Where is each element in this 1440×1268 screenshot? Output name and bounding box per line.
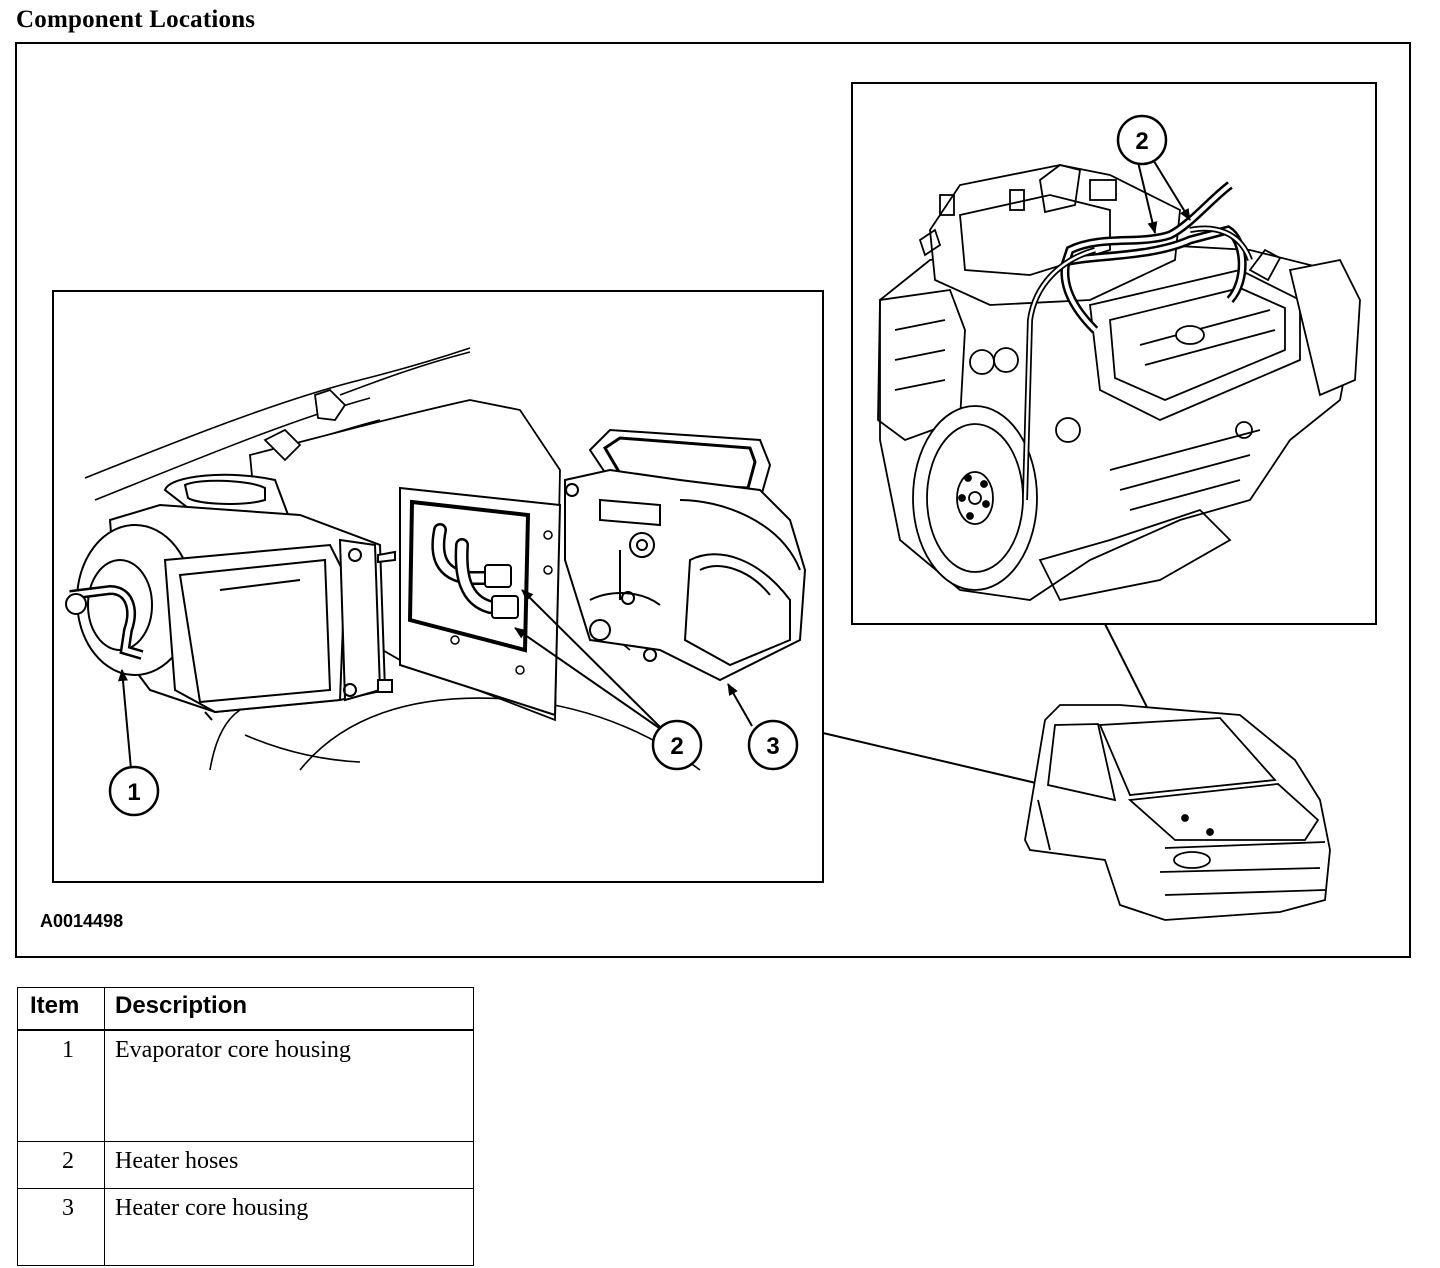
- legend-header-item: Item: [17, 987, 105, 1031]
- legend-item-description: Evaporator core housing: [104, 1029, 474, 1142]
- legend-item-number: 1: [17, 1029, 105, 1142]
- page-title: Component Locations: [16, 6, 256, 33]
- legend-item-number: 2: [17, 1140, 105, 1189]
- engine-heater-hoses: [1022, 181, 1253, 501]
- legend-item-description: Heater core housing: [104, 1187, 474, 1266]
- callout-1: 1: [108, 765, 160, 817]
- legend-row: 2 Heater hoses: [17, 1140, 474, 1189]
- legend-item-number: 3: [17, 1187, 105, 1266]
- legend-row: 1 Evaporator core housing: [17, 1029, 474, 1142]
- hvac-callout-leaders: [118, 589, 1186, 819]
- callout-3-label: 3: [766, 733, 779, 760]
- callout-3: 3: [747, 719, 799, 771]
- callout-2b: 2: [1116, 114, 1168, 166]
- dash-panel-hoses: [399, 486, 562, 717]
- heater-core-housing: [564, 428, 807, 682]
- legend-item-description: Heater hoses: [104, 1140, 474, 1189]
- legend-header-description: Description: [104, 987, 474, 1031]
- engine-drawing: [877, 164, 1361, 602]
- evaporator-core-housing: [65, 473, 396, 721]
- callout-2: 2: [651, 719, 703, 771]
- figure-frame: [15, 42, 1411, 958]
- legend-table: Item Description 1 Evaporator core housi…: [17, 987, 474, 1266]
- legend-row: 3 Heater core housing: [17, 1187, 474, 1266]
- callout-2-label: 2: [670, 733, 683, 760]
- hvac-inset: 1 2 3: [52, 290, 1186, 883]
- callout-2b-label: 2: [1135, 128, 1148, 155]
- callout-1-label: 1: [127, 779, 140, 806]
- figure-code: A0014498: [40, 911, 124, 931]
- legend-header-row: Item Description: [17, 987, 474, 1031]
- engine-inset: 2: [851, 82, 1377, 833]
- vehicle-outline: [1024, 704, 1331, 921]
